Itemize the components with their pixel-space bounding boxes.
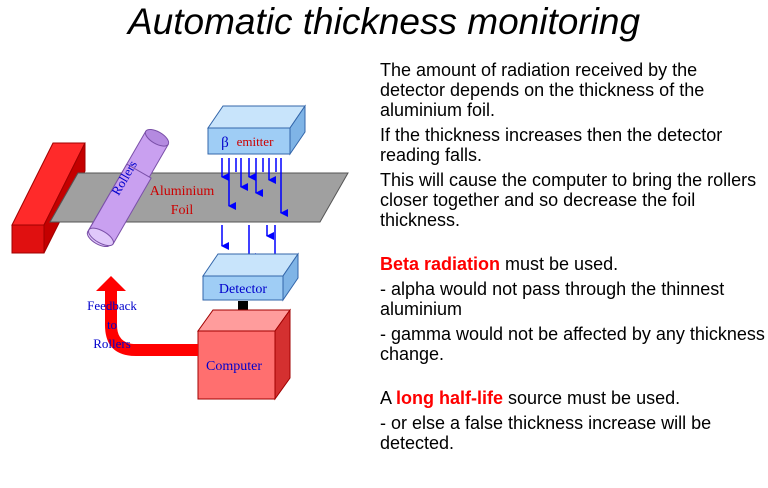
feedback-arrow xyxy=(96,276,198,356)
beta-emitter-box xyxy=(207,104,306,156)
gamma-note: - gamma would not be affected by any thi… xyxy=(380,324,765,364)
foil-label-line1: Aluminium xyxy=(150,184,215,199)
explanation-text: The amount of radiation received by the … xyxy=(380,60,765,453)
half-life-rest: source must be used. xyxy=(503,388,681,408)
emitter-label: emitter xyxy=(237,134,274,149)
feedback-label-line1: Feedback xyxy=(87,298,137,313)
feedback-label-line2: to xyxy=(107,317,117,332)
half-life-statement: A long half-life source must be used. xyxy=(380,388,765,408)
page-title: Automatic thickness monitoring xyxy=(127,1,641,42)
half-life-highlight: long half-life xyxy=(396,388,504,408)
paragraph-radiation-detector: The amount of radiation received by the … xyxy=(380,60,705,120)
feedback-label-line3: Rollers xyxy=(93,336,131,351)
paragraph-computer-rollers: This will cause the computer to bring th… xyxy=(380,170,757,230)
alpha-note: - alpha would not pass through the thinn… xyxy=(380,279,725,319)
detector-label: Detector xyxy=(219,282,268,297)
beta-symbol: β xyxy=(221,135,229,151)
rollers xyxy=(86,128,170,248)
half-life-prefix: A xyxy=(380,388,397,408)
beta-radiation-highlight: Beta radiation xyxy=(380,254,501,274)
beta-radiation-statement: Beta radiation must be used. xyxy=(380,254,765,274)
foil-label-line2: Foil xyxy=(171,203,194,218)
paragraph-thickness-increase: If the thickness increases then the dete… xyxy=(380,125,723,165)
computer-label: Computer xyxy=(206,359,262,374)
computer-box xyxy=(197,308,291,401)
detector-box xyxy=(202,252,299,302)
half-life-note: - or else a false thickness increase wil… xyxy=(380,413,712,453)
radiation-arrows xyxy=(221,158,288,274)
beta-radiation-rest: must be used. xyxy=(500,254,619,274)
